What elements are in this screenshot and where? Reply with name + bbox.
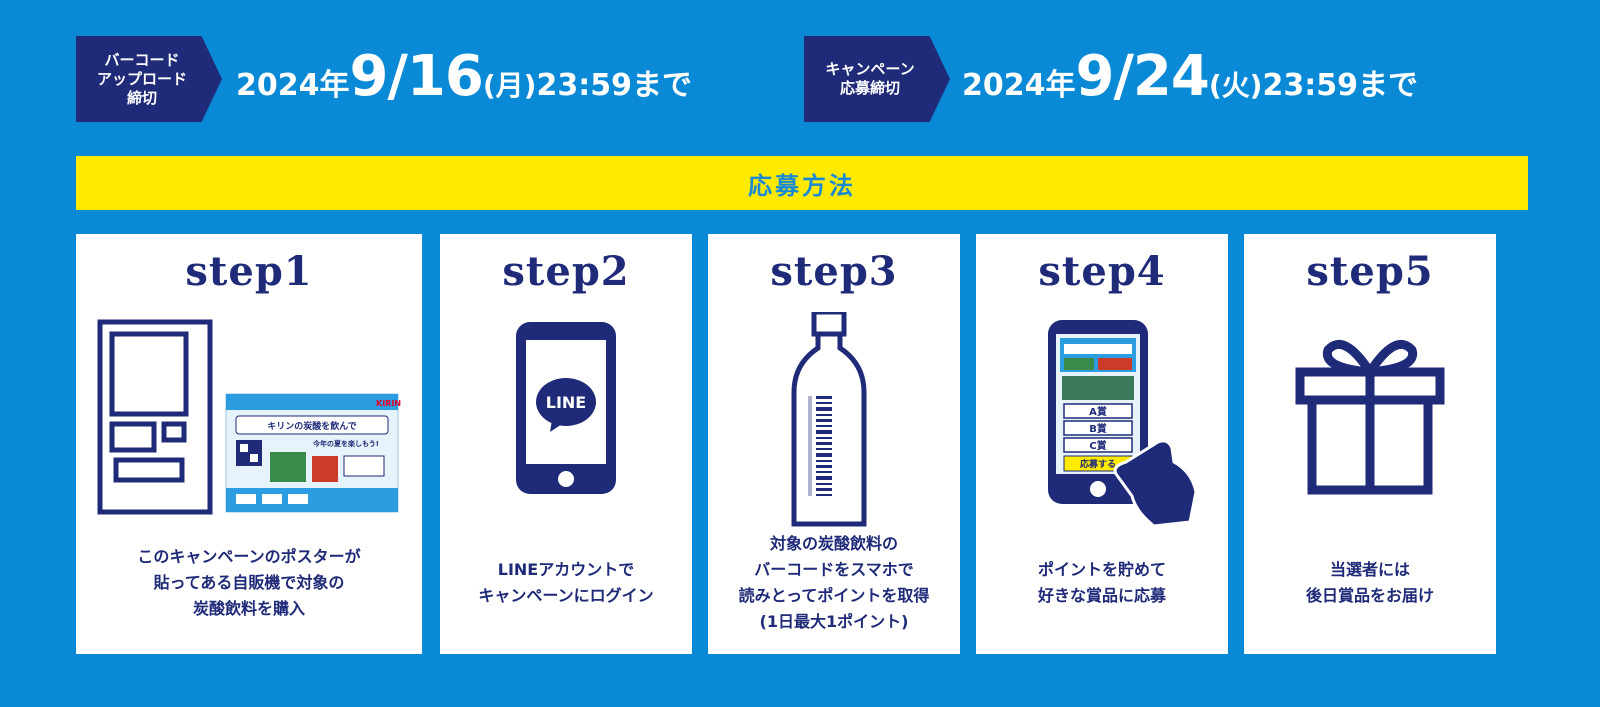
barcode-upload-deadline-date: 2024年 9/16 (月) 23:59まで bbox=[236, 44, 692, 114]
bottle-barcode-illustration bbox=[708, 312, 960, 542]
steps-list: step1 KIRIN キリンの炭酸を飲んで 今年の夏を楽しもう! bbox=[76, 234, 1528, 654]
step-description: このキャンペーンのポスターが 貼ってある自販機で対象の 炭酸飲料を購入 bbox=[76, 530, 422, 636]
barcode-upload-deadline-tag: バーコード アップロード 締切 bbox=[76, 36, 222, 122]
bottle-icon bbox=[791, 312, 867, 527]
deadline-year: 2024年 bbox=[962, 68, 1076, 103]
campaign-entry-deadline-tag: キャンペーン 応募締切 bbox=[804, 36, 950, 122]
vending-machine-icon bbox=[97, 319, 213, 515]
campaign-poster: KIRIN キリンの炭酸を飲んで 今年の夏を楽しもう! bbox=[225, 393, 401, 513]
vending-machine-illustration: KIRIN キリンの炭酸を飲んで 今年の夏を楽しもう! bbox=[76, 312, 422, 542]
deadline-weekday: (月) bbox=[482, 69, 537, 102]
gift-icon bbox=[1295, 340, 1445, 495]
step-description: ポイントを貯めて 好きな賞品に応募 bbox=[976, 530, 1228, 636]
deadline-time: 23:59まで bbox=[536, 68, 692, 103]
prize-option-a: A賞 bbox=[1089, 405, 1107, 418]
step-description: LINEアカウントで キャンペーンにログイン bbox=[440, 530, 692, 636]
deadline-time: 23:59まで bbox=[1262, 68, 1418, 103]
poster-subline: 今年の夏を楽しもう! bbox=[312, 439, 379, 448]
deadline-weekday: (火) bbox=[1208, 69, 1263, 102]
deadline-month-day: 9/24 bbox=[1075, 44, 1210, 109]
line-logo-icon: LINE bbox=[536, 378, 596, 432]
step-description-text: LINEアカウントで キャンペーンにログイン bbox=[478, 560, 654, 605]
prize-options: A賞 B賞 C賞 bbox=[1063, 403, 1133, 453]
step-card-1: step1 KIRIN キリンの炭酸を飲んで 今年の夏を楽しもう! bbox=[76, 234, 422, 654]
step-description: 当選者には 後日賞品をお届け bbox=[1244, 530, 1496, 636]
barcode-upload-deadline-label: バーコード アップロード 締切 bbox=[96, 50, 187, 107]
step-title: step5 bbox=[1306, 248, 1434, 295]
deadline-row: バーコード アップロード 締切 2024年 9/16 (月) 23:59まで キ… bbox=[76, 36, 1556, 122]
deadline-month-day: 9/16 bbox=[349, 44, 484, 109]
poster-headline: キリンの炭酸を飲んで bbox=[267, 420, 357, 432]
smartphone-line-illustration: LINE bbox=[440, 312, 692, 542]
step-card-3: step3 bbox=[708, 234, 960, 654]
line-logo-text: LINE bbox=[546, 393, 586, 412]
app-screen-content bbox=[1060, 338, 1136, 400]
step-title: step4 bbox=[1038, 248, 1166, 295]
step-description: 対象の炭酸飲料の バーコードをスマホで 読みとってポイントを取得 (1日最大1ポ… bbox=[708, 530, 960, 636]
prize-option-c: C賞 bbox=[1089, 439, 1106, 452]
step-card-2: step2 LINE LINEアカウントで キャンペーンにログイン bbox=[440, 234, 692, 654]
campaign-entry-deadline-label: キャンペーン 応募締切 bbox=[825, 60, 915, 97]
apply-button-text: 応募する bbox=[1080, 458, 1116, 470]
step-title: step3 bbox=[770, 248, 898, 295]
campaign-entry-deadline-date: 2024年 9/24 (火) 23:59まで bbox=[962, 44, 1418, 114]
step-title: step1 bbox=[185, 248, 313, 295]
step-description-text: ポイントを貯めて 好きな賞品に応募 bbox=[1037, 560, 1166, 605]
step-description-text: 当選者には 後日賞品をお届け bbox=[1305, 560, 1434, 605]
step-card-4: step4 A賞 B賞 bbox=[976, 234, 1228, 654]
prize-option-b: B賞 bbox=[1089, 422, 1107, 435]
poster-brand: KIRIN bbox=[376, 399, 401, 408]
barcode-icon bbox=[808, 396, 832, 496]
pointing-hand-icon bbox=[1113, 439, 1198, 528]
smartphone-apply-illustration: A賞 B賞 C賞 応募する bbox=[976, 312, 1228, 542]
step-title: step2 bbox=[502, 248, 630, 295]
application-method-heading: 応募方法 bbox=[76, 156, 1528, 210]
deadline-year: 2024年 bbox=[236, 68, 350, 103]
step-description-text: 対象の炭酸飲料の バーコードをスマホで 読みとってポイントを取得 (1日最大1ポ… bbox=[738, 534, 930, 631]
step-description-text: このキャンペーンのポスターが 貼ってある自販機で対象の 炭酸飲料を購入 bbox=[137, 547, 361, 618]
step-card-5: step5 当選者には 後日賞品をお届け bbox=[1244, 234, 1496, 654]
gift-illustration bbox=[1244, 312, 1496, 542]
